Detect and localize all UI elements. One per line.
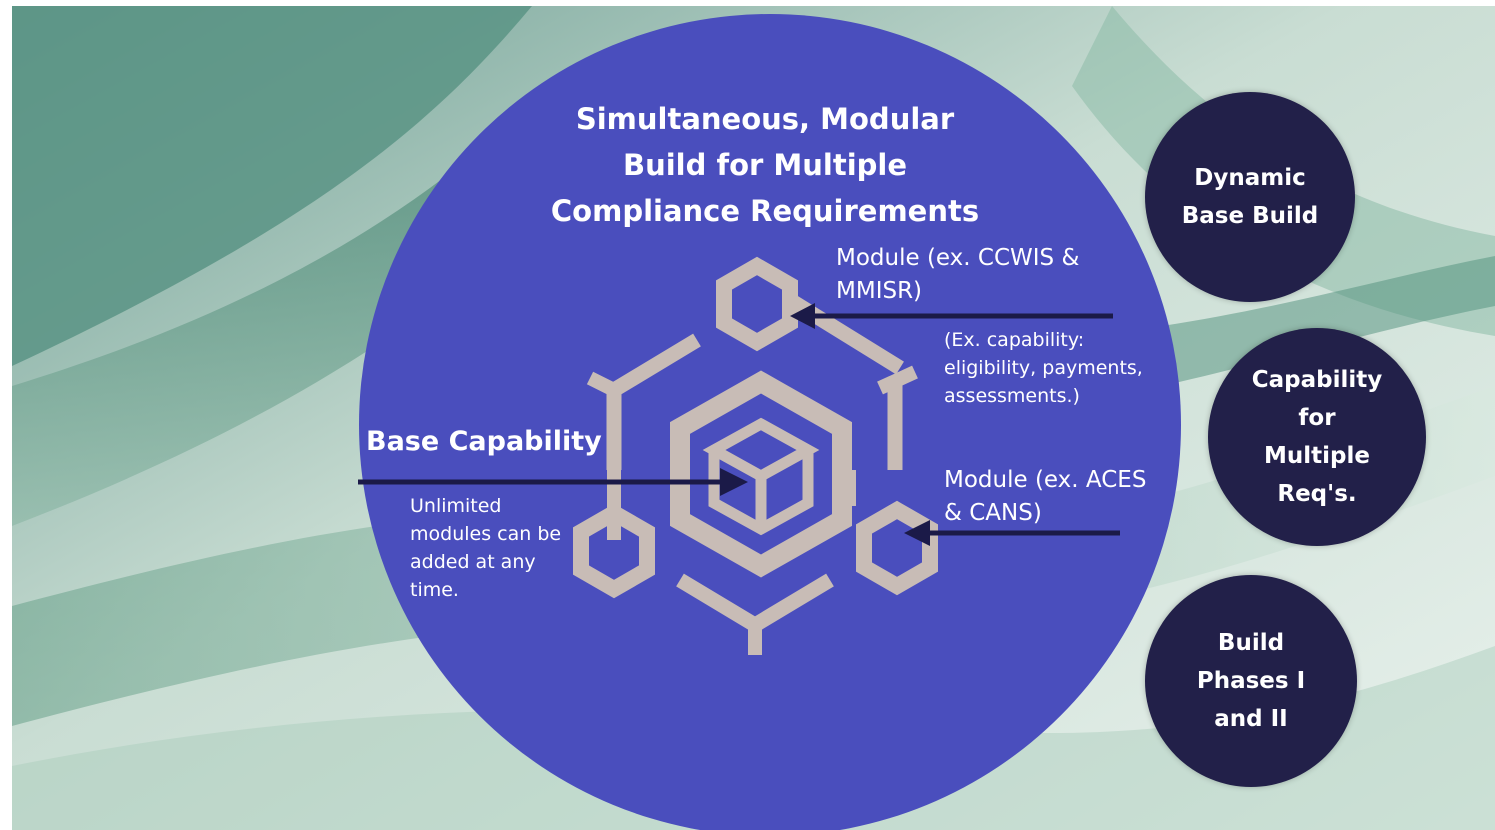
circle-text-line: and II [1214,706,1288,732]
module-2-label-line: & CANS) [944,500,1042,526]
module-2-label: Module (ex. ACES & CANS) [944,464,1174,530]
circle-text-line: for [1298,405,1336,431]
circle-text-line: Req's. [1277,481,1357,507]
arrow-to-module-2 [904,520,1120,546]
base-note-line: added at any [410,551,536,573]
module-1-example: (Ex. capability: eligibility, payments, … [944,326,1174,410]
capability-multiple-reqs-circle[interactable]: Capability for Multiple Req's. [1208,328,1426,546]
module-1-example-line: eligibility, payments, [944,357,1143,379]
circle-text-line: Dynamic [1194,165,1306,191]
module-1-label-line: Module (ex. CCWIS & [836,245,1080,271]
base-note-line: Unlimited [410,495,502,517]
main-circle [359,14,1181,830]
build-phases-circle[interactable]: Build Phases I and II [1145,575,1357,787]
arrow-to-base [358,468,748,496]
base-capability-note: Unlimited modules can be added at any ti… [410,492,590,604]
dynamic-base-build-circle[interactable]: Dynamic Base Build [1145,92,1355,302]
module-1-example-line: assessments.) [944,385,1080,407]
module-1-label-line: MMISR) [836,278,923,304]
title-line: Simultaneous, Modular [575,102,955,136]
module-2-label-line: Module (ex. ACES [944,467,1147,493]
title-line: Build for Multiple [622,148,908,182]
circle-text-line: Multiple [1264,443,1370,469]
title-line: Compliance Requirements [550,194,980,228]
circle-text-line: Build [1217,630,1285,656]
pointer-arrows [358,303,1120,546]
base-note-line: time. [410,579,459,601]
circle-text-line: Base Build [1181,203,1319,229]
circle-text-line: Capability [1251,367,1383,393]
module-1-example-line: (Ex. capability: [944,329,1085,351]
module-1-label: Module (ex. CCWIS & MMISR) [836,242,1116,308]
arrow-to-module-1 [790,303,1113,329]
diagram-title: Simultaneous, Modular Build for Multiple… [520,96,1010,234]
base-capability-label: Base Capability [366,426,602,457]
base-note-line: modules can be [410,523,562,545]
circle-text-line: Phases I [1196,668,1306,694]
